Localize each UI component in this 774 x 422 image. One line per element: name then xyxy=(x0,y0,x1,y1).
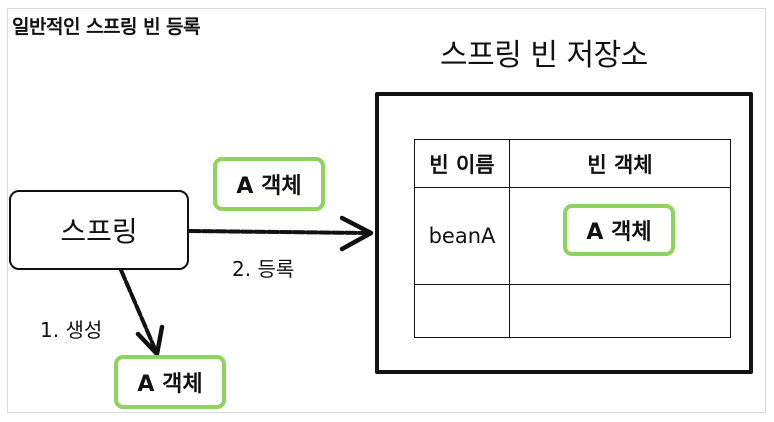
register-arrow-line xyxy=(188,229,370,235)
bean-container-box xyxy=(375,92,753,374)
create-label: 1. 생성 xyxy=(40,318,103,342)
page-title: 일반적인 스프링 빈 등록 xyxy=(12,16,201,38)
create-arrow-line xyxy=(119,268,157,351)
cell-empty-object xyxy=(509,284,731,338)
table-row: beanA xyxy=(414,187,731,285)
table-row xyxy=(414,284,731,338)
object-a-registered: A 객체 xyxy=(213,157,325,211)
register-arrow-head xyxy=(339,215,374,252)
object-a-in-table: A 객체 xyxy=(563,204,675,256)
container-title: 스프링 빈 저장소 xyxy=(440,38,648,73)
object-a-created: A 객체 xyxy=(114,355,226,409)
create-arrow-head xyxy=(135,324,165,357)
cell-bean-name: beanA xyxy=(414,187,510,285)
bean-table: 빈 이름 빈 객체 beanA xyxy=(414,139,731,338)
header-bean-object: 빈 객체 xyxy=(509,139,731,188)
register-label: 2. 등록 xyxy=(232,257,295,281)
cell-empty-name xyxy=(414,284,510,338)
spring-box: 스프링 xyxy=(9,190,189,270)
